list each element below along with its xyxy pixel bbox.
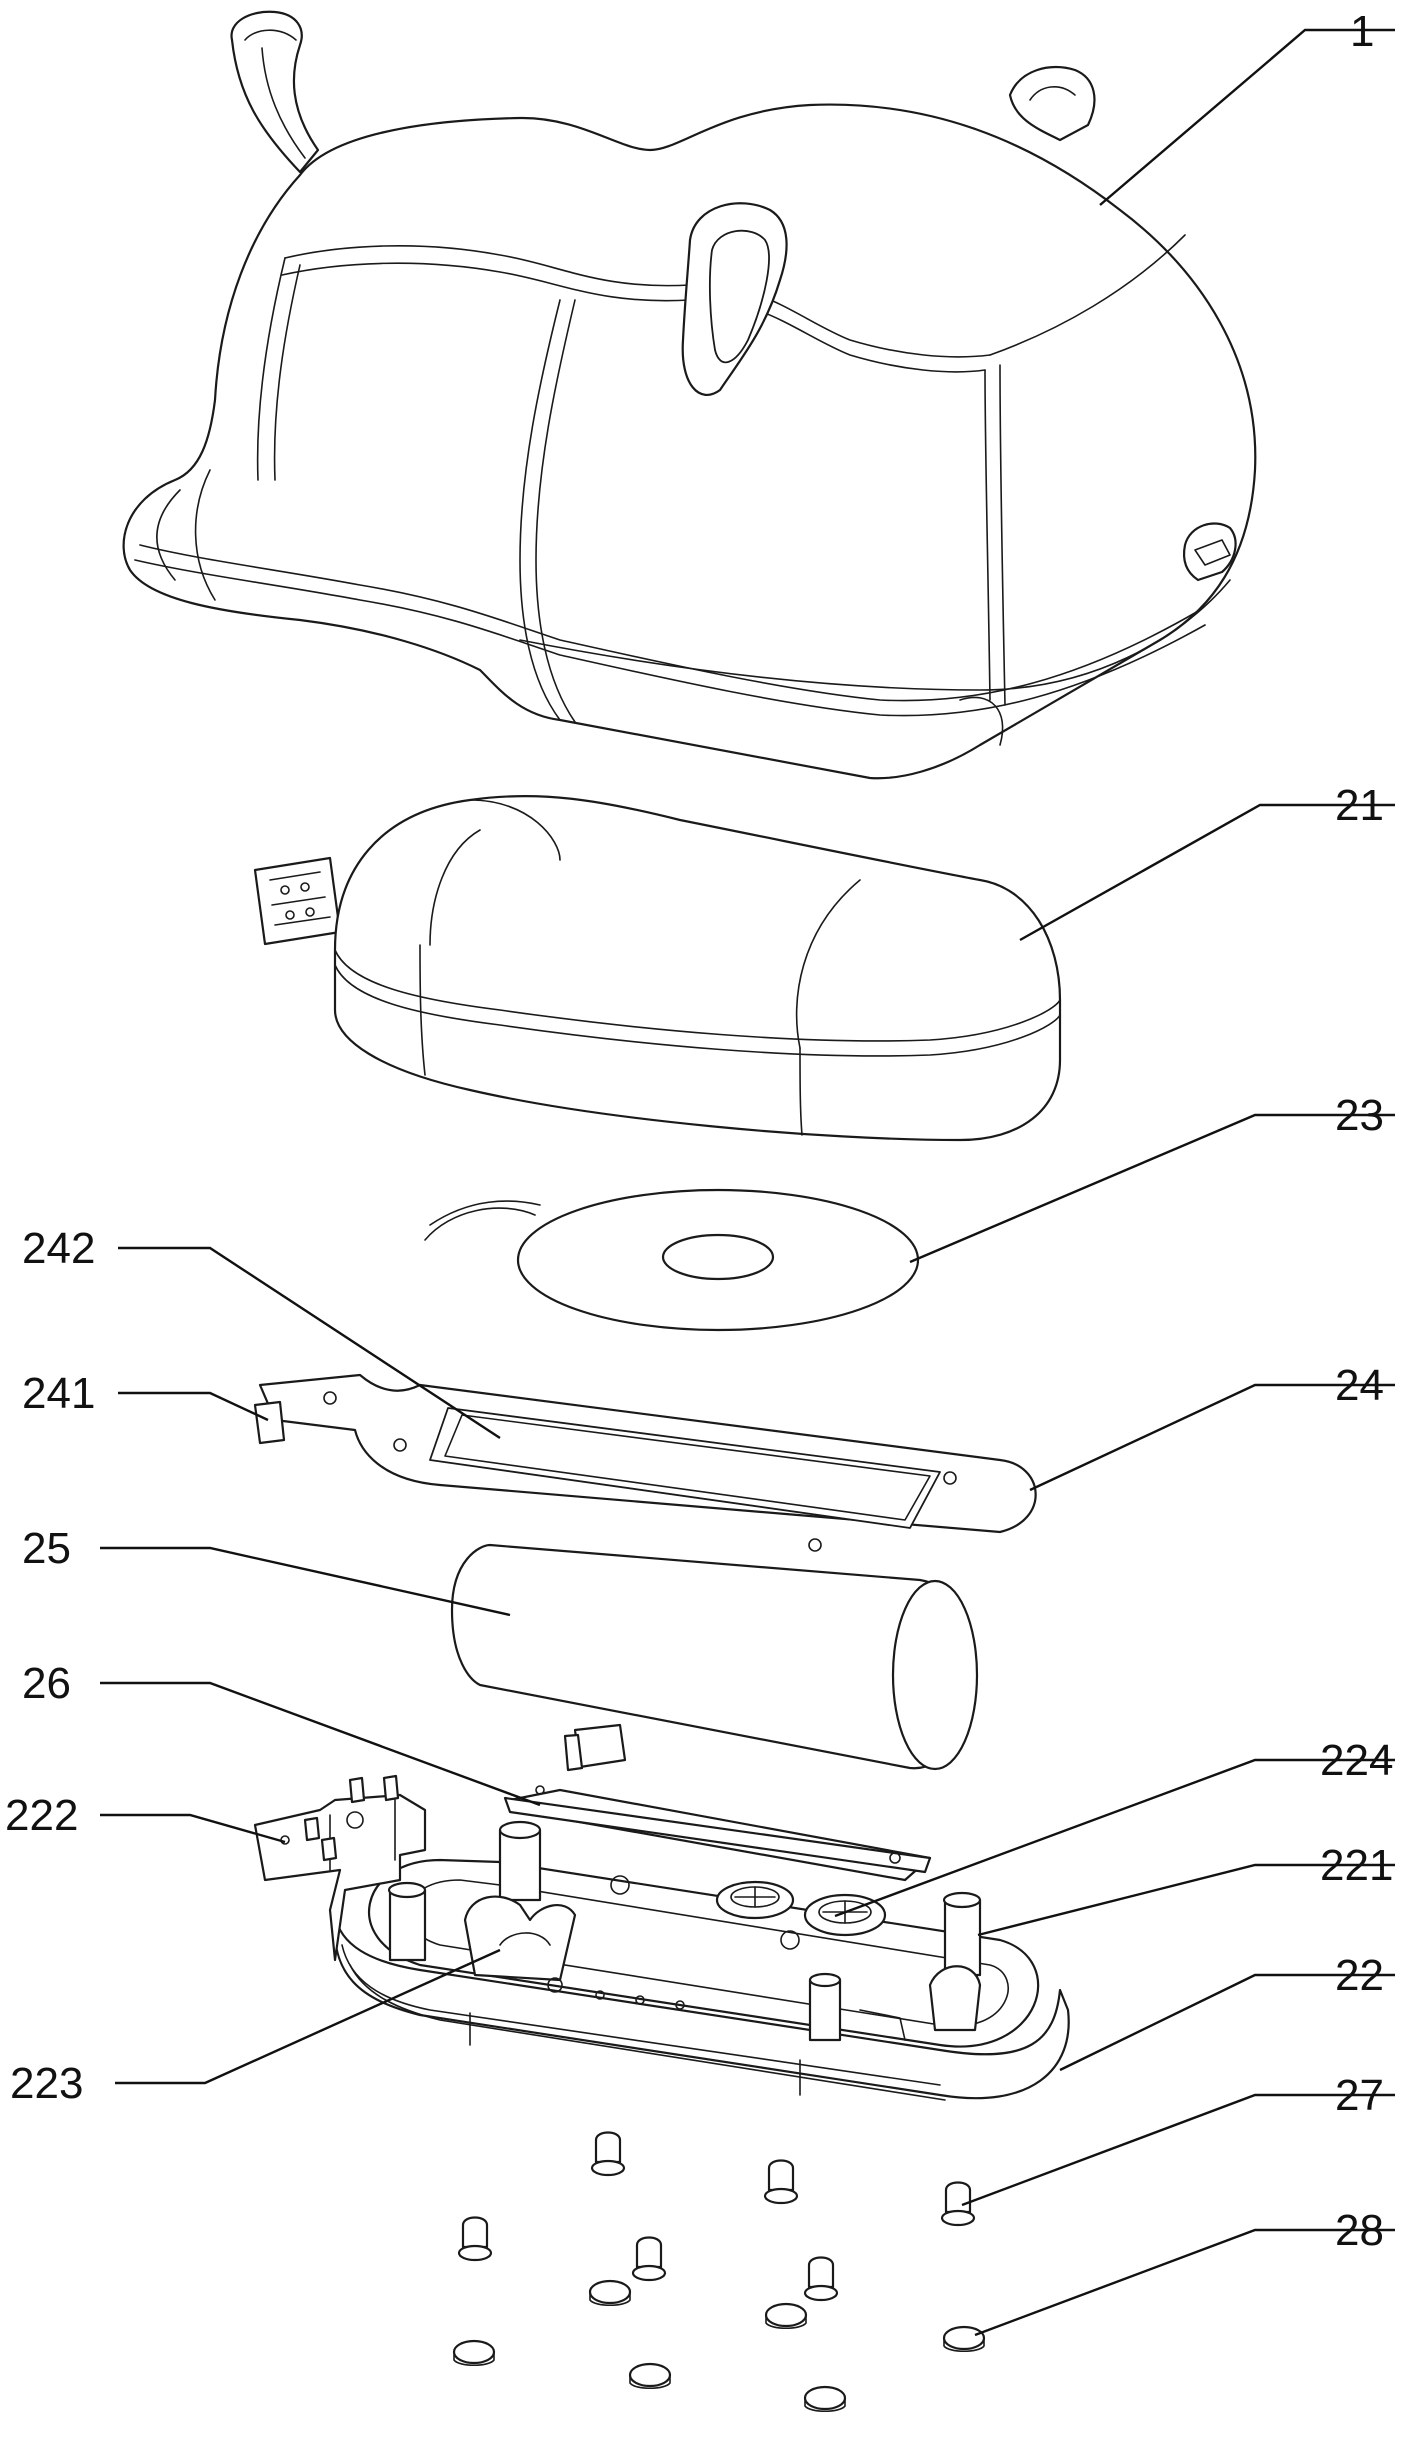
label-22: 22 [1335, 1951, 1384, 2000]
leader-27 [962, 2095, 1395, 2205]
label-25: 25 [22, 1524, 71, 1573]
foot-pads [454, 2281, 984, 2411]
label-23: 23 [1335, 1091, 1384, 1140]
label-26: 26 [22, 1659, 71, 1708]
pad-2 [766, 2304, 806, 2328]
screw-6 [805, 2258, 837, 2301]
screw-2 [765, 2161, 797, 2204]
screw-3 [942, 2183, 974, 2226]
leader-28 [975, 2230, 1395, 2335]
label-223: 223 [10, 2059, 83, 2108]
battery [452, 1545, 977, 1769]
pad-3 [944, 2327, 984, 2351]
frame-plate [255, 1375, 1036, 1551]
label-221: 221 [1320, 1841, 1393, 1890]
inner-shell [255, 796, 1060, 1140]
label-1: 1 [1350, 7, 1374, 56]
label-241: 241 [22, 1369, 95, 1418]
leader-25 [100, 1548, 510, 1615]
leader-1 [1100, 30, 1395, 205]
screw-1 [592, 2133, 624, 2176]
leader-26 [100, 1683, 540, 1805]
leader-224 [835, 1760, 1395, 1916]
pad-5 [630, 2364, 670, 2388]
screw-4 [459, 2218, 491, 2261]
screws [459, 2133, 974, 2301]
pad-1 [590, 2281, 630, 2305]
label-224: 224 [1320, 1736, 1393, 1785]
label-27: 27 [1335, 2071, 1384, 2120]
label-242: 242 [22, 1224, 95, 1273]
label-24: 24 [1335, 1361, 1384, 1410]
pad-4 [454, 2341, 494, 2365]
outer-shell [124, 12, 1256, 778]
coil-disc [425, 1190, 918, 1330]
label-222: 222 [5, 1791, 78, 1840]
leader-241 [118, 1393, 268, 1420]
screw-5 [633, 2238, 665, 2281]
label-21: 21 [1335, 781, 1384, 830]
label-28: 28 [1335, 2206, 1384, 2255]
pad-6 [805, 2387, 845, 2411]
